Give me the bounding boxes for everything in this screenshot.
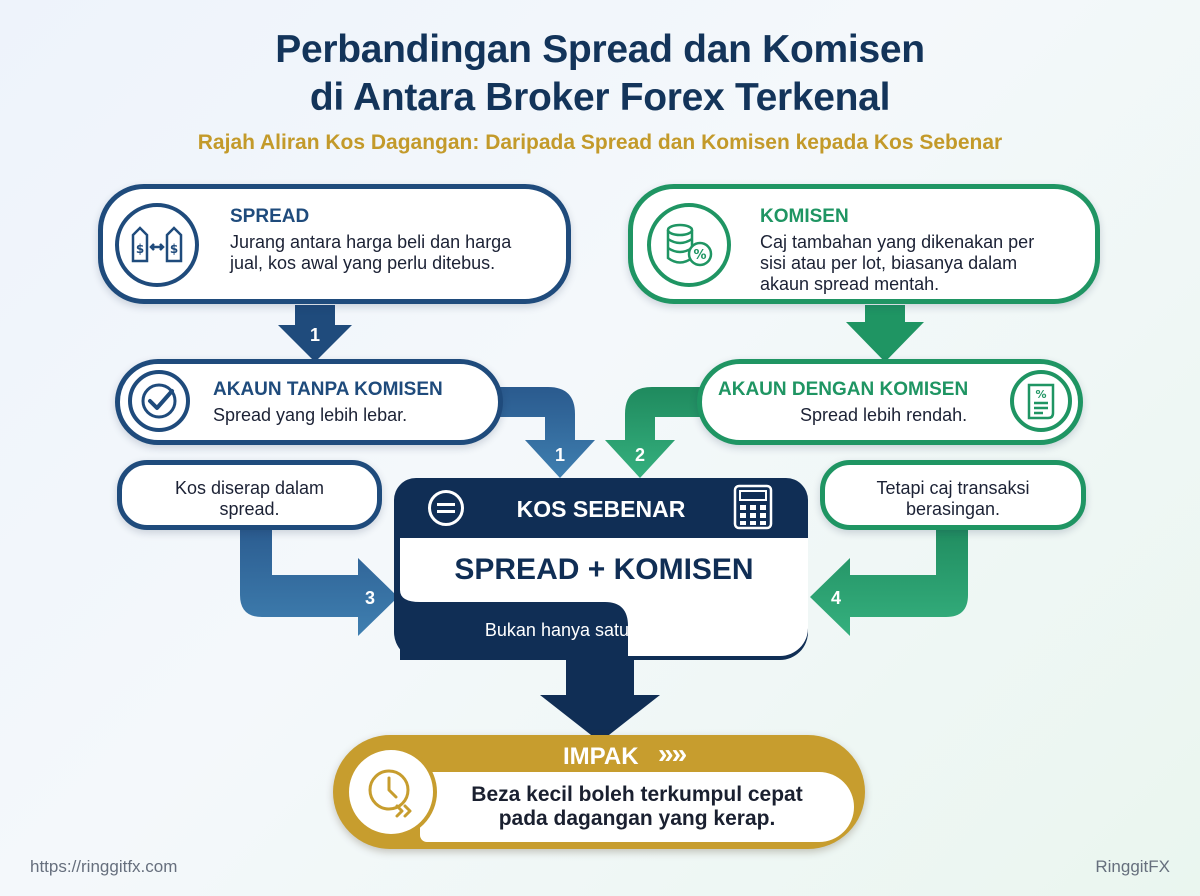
spread-label: SPREAD xyxy=(230,206,310,227)
checkmark-icon xyxy=(128,370,190,432)
impak-label: IMPAK xyxy=(563,743,639,770)
chevrons-icon: »» xyxy=(658,738,687,769)
page-subtitle: Rajah Aliran Kos Dagangan: Daripada Spre… xyxy=(197,131,1003,154)
title-line-2: di Antara Broker Forex Terkenal xyxy=(309,76,891,119)
impak-text-line-2: pada dagangan yang kerap. xyxy=(498,807,776,830)
impak-text-line-1: Beza kecil boleh terkumpul cepat xyxy=(471,783,803,806)
footer-url[interactable]: https://ringgitfx.com xyxy=(30,857,178,876)
note-left-card: Kos diserap dalam spread. xyxy=(117,460,382,530)
note-right-line-1: Tetapi caj transaksi xyxy=(876,478,1030,498)
calculator-icon xyxy=(733,484,773,535)
arrow-dengan-to-kos xyxy=(605,387,710,478)
step-number: 2 xyxy=(634,445,645,465)
note-left-line-2: spread. xyxy=(219,499,280,519)
step-number: 1 xyxy=(309,325,320,345)
tanpa-label: AKAUN TANPA KOMISEN xyxy=(213,379,443,400)
arrow-tanpa-to-kos xyxy=(488,387,595,478)
komisen-text: Caj tambahan yang dikenakan per sisi ata… xyxy=(760,232,1034,295)
komisen-text-line-2: sisi atau per lot, biasanya dalam xyxy=(760,253,1018,273)
dengan-label: AKAUN DENGAN KOMISEN xyxy=(718,379,969,400)
dengan-text: Spread lebih rendah. xyxy=(800,405,968,425)
kos-note: Bukan hanya satu komponen. xyxy=(484,620,724,640)
kos-panel-notch xyxy=(400,590,628,660)
svg-text:$: $ xyxy=(136,242,144,256)
price-tags-icon: $ $ xyxy=(115,203,199,287)
tanpa-text: Spread yang lebih lebar. xyxy=(213,405,408,425)
komisen-label: KOMISEN xyxy=(760,206,849,227)
svg-text:$: $ xyxy=(170,242,178,256)
document-percent-icon: % xyxy=(1010,370,1072,432)
clock-fast-icon xyxy=(345,746,437,838)
arrow-spread-down xyxy=(278,305,352,362)
arrow-left-to-kos xyxy=(240,520,398,636)
komisen-text-line-1: Caj tambahan yang dikenakan per xyxy=(760,232,1035,252)
equals-icon xyxy=(428,490,464,526)
step-number: 3 xyxy=(364,588,375,608)
arrow-kos-to-impak xyxy=(540,650,660,742)
arrow-komisen-down xyxy=(846,305,924,362)
kos-formula: SPREAD + KOMISEN xyxy=(454,553,754,586)
note-right-card: Tetapi caj transaksi berasingan. xyxy=(820,460,1086,530)
komisen-text-line-3: akaun spread mentah. xyxy=(760,274,940,294)
title-line-1: Perbandingan Spread dan Komisen xyxy=(275,28,925,71)
step-number: 4 xyxy=(830,588,841,608)
impak-text: Beza kecil boleh terkumpul cepat pada da… xyxy=(420,783,854,831)
impak-panel xyxy=(420,772,854,842)
kos-label: KOS SEBENAR xyxy=(516,496,686,522)
page-title: Perbandingan Spread dan Komisen di Antar… xyxy=(0,26,1200,122)
footer-brand: RinggitFX xyxy=(1095,857,1170,876)
step-number: 1 xyxy=(554,445,565,465)
svg-text:%: % xyxy=(693,248,706,263)
coins-percent-icon: % xyxy=(647,203,731,287)
svg-text:%: % xyxy=(1035,388,1046,401)
note-left-line-1: Kos diserap dalam xyxy=(174,478,325,498)
spread-text-line-1: Jurang antara harga beli dan harga xyxy=(230,232,512,252)
note-right-line-2: berasingan. xyxy=(905,499,1001,519)
arrow-right-to-kos xyxy=(810,520,968,636)
spread-text: Jurang antara harga beli dan harga jual,… xyxy=(230,232,511,274)
spread-text-line-2: jual, kos awal yang perlu ditebus. xyxy=(230,253,496,273)
